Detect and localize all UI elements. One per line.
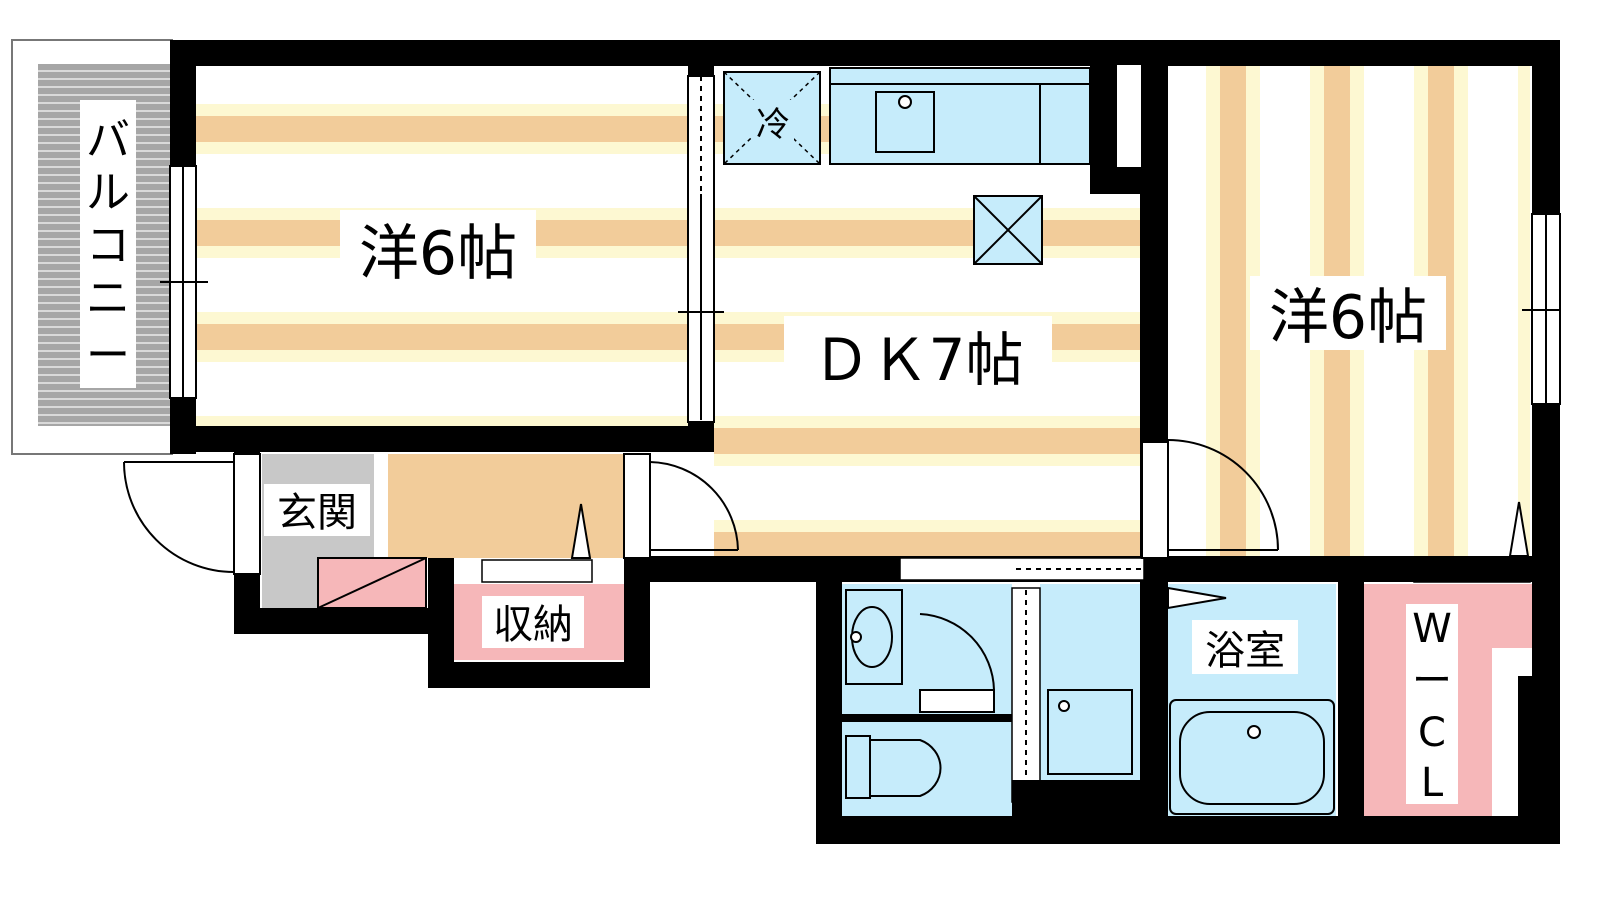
room-label-western-left: 洋6帖 [359, 219, 517, 289]
entrance: 玄関 [262, 454, 624, 609]
bathroom: 浴室 [1167, 584, 1336, 816]
room-label-western-right: 洋6帖 [1269, 283, 1427, 353]
balcony: バ ル コ ニ ー [11, 39, 173, 455]
room-western-right: 洋6帖 [1168, 64, 1530, 558]
walk-in-closet: W ー C L [1364, 559, 1532, 818]
balcony-label-5: ー [86, 330, 130, 381]
wic-label-1: W [1412, 606, 1452, 652]
toilet-tank [845, 735, 871, 799]
right-room-door [1141, 439, 1279, 559]
toilet-icon [869, 739, 942, 797]
openings [160, 63, 1561, 581]
room-label-entrance: 玄関 [277, 490, 357, 536]
room-dk: ＤＫ7帖 冷 [714, 64, 1142, 558]
wic-label-4: L [1421, 760, 1444, 806]
balcony-label-2: ル [86, 167, 130, 218]
balcony-label-4: ニ [86, 273, 130, 324]
entrance-door [123, 453, 261, 575]
kitchen-counter [829, 67, 1091, 165]
wic-label-2: ー [1412, 658, 1452, 704]
balcony-label-3: コ [86, 220, 130, 271]
room-label-storage: 収納 [493, 602, 573, 648]
balcony-label-1: バ [86, 115, 130, 166]
storage: 収納 [454, 559, 624, 660]
room-label-dk: ＤＫ7帖 [813, 326, 1024, 394]
fridge-label: 冷 [756, 105, 790, 145]
doors [123, 439, 1279, 575]
wic-label-3: C [1418, 710, 1446, 756]
washroom [842, 584, 1140, 816]
room-label-bathroom: 浴室 [1205, 628, 1285, 674]
room-western-left: 洋6帖 [194, 64, 688, 426]
dk-door [623, 453, 739, 559]
